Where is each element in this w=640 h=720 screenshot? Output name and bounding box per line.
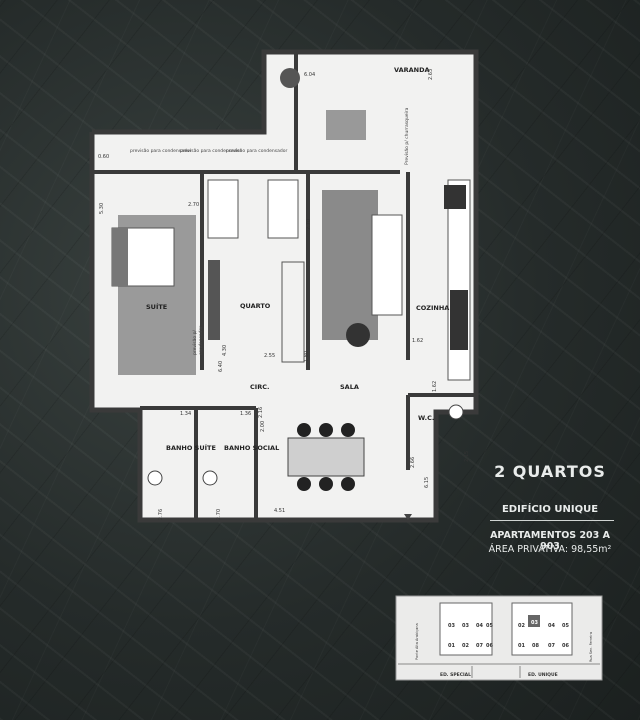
quarto-desk (208, 260, 220, 340)
unit-label-highlight: 03 (531, 620, 538, 626)
site-plan (395, 595, 603, 681)
varanda-table (326, 110, 366, 140)
plant (280, 68, 300, 88)
dim: 2.15 (464, 451, 470, 462)
unit-label: 03 (448, 623, 455, 629)
kitchen-stone (450, 290, 468, 350)
divider (490, 520, 614, 521)
dim: 1.62 (432, 381, 438, 392)
dim: 4.30 (222, 345, 228, 356)
dim: 2.55 (264, 353, 275, 359)
label-quarto: QUARTO (240, 302, 271, 310)
unit-label: 02 (518, 623, 525, 629)
label-cozinha: COZINHA (416, 304, 449, 312)
armchair (346, 323, 370, 347)
toilet (202, 470, 218, 486)
unit-label: 05 (562, 623, 569, 629)
dim: 2.63 (428, 69, 434, 80)
dim: 6.04 (304, 72, 315, 78)
unit-label: 05 (486, 623, 493, 629)
sala-rug (322, 190, 378, 340)
dim: 4.51 (274, 508, 285, 514)
dim: 2.70 (216, 509, 222, 520)
dining-table (287, 437, 365, 477)
note-churrasqueira: Previsão p/ churrasqueira (404, 107, 410, 165)
bed-headboard (112, 228, 128, 286)
fridge (444, 185, 466, 209)
plan-title: 2 QUARTOS (494, 462, 606, 481)
entrance-arrow-icon (404, 514, 412, 520)
chair (297, 423, 311, 437)
dim: 0.60 (98, 154, 109, 160)
chair (297, 477, 311, 491)
unit-label: 07 (476, 643, 483, 649)
dim: 6.40 (218, 361, 224, 372)
unit-label: 02 (462, 643, 469, 649)
dim: 5.30 (99, 203, 105, 214)
label-circ: CIRC. (250, 383, 269, 391)
unit-label: 01 (448, 643, 455, 649)
private-area: ÁREA PRIVATIVA: 98,55m² (488, 544, 612, 555)
building-name: EDIFÍCIO UNIQUE (501, 504, 599, 515)
site-label-right: ED. UNIQUE (528, 672, 558, 678)
label-sala: SALA (340, 383, 359, 391)
chair (319, 477, 333, 491)
unit-label: 01 (518, 643, 525, 649)
note-prev-a: previsão p/ (192, 330, 198, 355)
note-condensador-3: previsão para condensador (226, 148, 287, 154)
dim: 2.66 (410, 457, 416, 468)
dim: 2.70 (188, 202, 199, 208)
sala-sofa (371, 214, 403, 316)
dim: 1.34 (180, 411, 191, 417)
chair (341, 477, 355, 491)
apartments-range: APARTAMENTOS 203 A 903 (490, 530, 610, 552)
unit-label: 07 (548, 643, 555, 649)
unit-label: 08 (532, 643, 539, 649)
unit-label: 04 (476, 623, 483, 629)
dim: 2.70 (306, 219, 312, 230)
dim: 2.76 (158, 509, 164, 520)
unit-label: 03 (462, 623, 469, 629)
dim: 2.00 (260, 421, 266, 432)
dim: 6.15 (424, 477, 430, 488)
site-label-left: ED. SPECIAL (440, 672, 471, 678)
dim: 1.62 (412, 338, 423, 344)
street-right: Rua Sen. Ferreira (589, 632, 593, 662)
dim: 1.36 (240, 411, 251, 417)
label-wc: W.C. (418, 414, 434, 422)
toilet (147, 470, 163, 486)
quarto-bed-2 (267, 179, 299, 239)
street-left: Ponte Alta Arabiçana (415, 623, 419, 660)
chair (341, 423, 355, 437)
quarto-bed-1 (207, 179, 239, 239)
chair (319, 423, 333, 437)
label-varanda: VARANDA (394, 66, 430, 74)
label-banho-suite: BANHO SUÍTE (166, 443, 216, 452)
dim: 2.16 (258, 407, 264, 418)
note-prev-b: condensador (198, 326, 204, 355)
unit-label: 06 (562, 643, 569, 649)
note-condensador-2: previsão para condensador (180, 148, 241, 154)
quarto-closet (281, 261, 305, 363)
toilet (448, 404, 464, 420)
unit-label: 06 (486, 643, 493, 649)
dim: 1.80 (304, 351, 310, 362)
label-banho-social: BANHO SOCIAL (224, 444, 279, 452)
note-condensador-1: previsão para condensador (130, 148, 191, 154)
label-suite: SUÍTE (146, 302, 167, 311)
unit-label: 04 (548, 623, 555, 629)
